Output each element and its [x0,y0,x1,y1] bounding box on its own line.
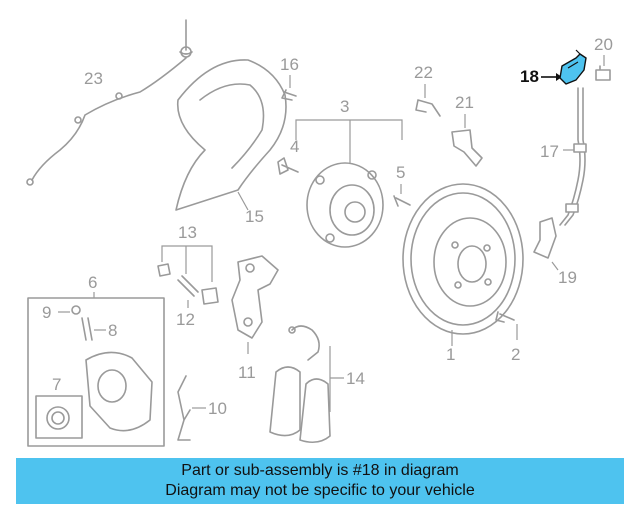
part-5-bolt: 5 [393,163,411,207]
part-10-clip: 10 [177,375,227,441]
part-15-splash-shield: 15 [175,59,287,226]
label-22: 22 [414,63,433,82]
label-20: 20 [594,35,613,54]
label-1: 1 [446,345,455,364]
part-22-bolt: 22 [414,63,441,117]
label-7: 7 [52,375,61,394]
part-9-cap: 9 [42,303,81,322]
label-13: 13 [178,223,197,242]
label-15: 15 [245,207,264,226]
part-20-clip: 20 [594,35,613,81]
info-banner: Part or sub-assembly is #18 in diagram D… [16,458,624,504]
label-18: 18 [520,67,539,86]
label-6: 6 [88,273,97,292]
part-21-sensor: 21 [451,93,483,167]
label-16: 16 [280,55,299,74]
part-16-bolt: 16 [280,55,299,101]
part-6-caliper-assembly: 6 [27,273,165,447]
part-14-brake-pads: 14 [269,325,365,444]
label-2: 2 [511,345,520,364]
label-11: 11 [238,363,256,382]
part-4-bolt: 4 [277,137,299,175]
part-3-hub-assembly: 3 [295,97,403,248]
part-8-bleeder: 8 [81,317,117,341]
label-19: 19 [558,268,577,287]
label-4: 4 [290,137,299,156]
label-8: 8 [108,321,117,340]
banner-line-2: Diagram may not be specific to your vehi… [165,482,475,499]
label-14: 14 [346,369,365,388]
label-5: 5 [396,163,405,182]
label-21: 21 [455,93,474,112]
label-12: 12 [176,310,195,329]
part-7-seal-kit: 7 [52,375,61,394]
part-11-caliper-bracket: 11 [231,255,279,382]
part-19-bracket: 19 [533,217,577,287]
label-9: 9 [42,303,51,322]
banner-line-1: Part or sub-assembly is #18 in diagram [181,462,459,479]
label-3: 3 [340,97,349,116]
parts-diagram: 23 15 16 3 4 5 22 21 [26,19,613,447]
label-17: 17 [540,142,559,161]
part-1-rotor: 1 [402,183,524,364]
part-23-sensor-wire: 23 [26,19,193,186]
part-13-guide-pin-kit: 13 [157,223,219,305]
part-18-bracket: 18 [520,49,587,86]
label-23: 23 [84,69,103,88]
part-17-brake-hose: 17 [540,87,587,226]
part-12-guide-pin: 12 [176,275,199,329]
part-2-screw: 2 [495,311,520,364]
label-10: 10 [208,399,227,418]
